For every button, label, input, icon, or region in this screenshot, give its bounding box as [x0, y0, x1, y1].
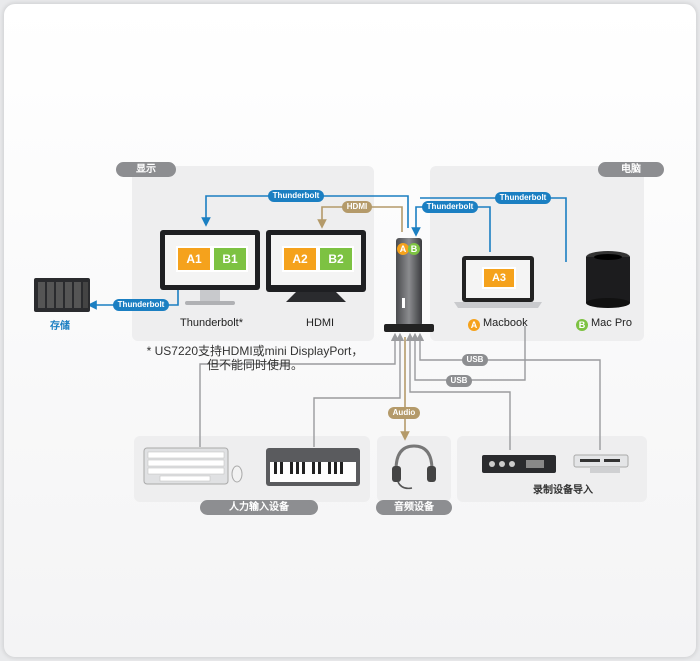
capture-section-label: 录制设备导入 — [533, 485, 593, 496]
hdmi-tag: HDMI — [342, 201, 372, 213]
capture-device-icon — [482, 455, 556, 473]
storage-icon — [34, 278, 90, 312]
screen-badge-b1: B1 — [212, 246, 248, 272]
monitor-hdmi-label: HDMI — [306, 317, 335, 329]
hid-section-tag: 人力输入设备 — [200, 500, 318, 515]
screen-badge-a3: A3 — [482, 267, 516, 289]
usb-tag: USB — [462, 354, 488, 366]
card-reader-icon — [573, 454, 629, 473]
audio-tag: Audio — [388, 407, 420, 419]
badge-a-icon: A — [468, 319, 480, 331]
screen-badge-b2: B2 — [318, 246, 354, 272]
monitor-thunderbolt-label: Thunderbolt* — [180, 317, 243, 329]
macpro-text: Mac Pro — [591, 317, 632, 329]
display-section-tag: 显示 — [116, 162, 176, 177]
footnote-line-2: 但不能同时使用。 — [206, 358, 303, 372]
docking-station-icon — [384, 238, 434, 332]
thunderbolt-tag: Thunderbolt — [113, 299, 169, 311]
mouse-icon — [231, 465, 243, 483]
footnote: * US7220支持HDMI或mini DisplayPort， 但不能同时使用… — [140, 344, 370, 372]
headset-icon — [392, 444, 436, 490]
usb-tag: USB — [446, 375, 472, 387]
midi-keyboard-icon — [266, 448, 360, 486]
mac-pro-icon — [586, 251, 630, 308]
storage-label: 存储 — [50, 321, 70, 332]
thunderbolt-tag: Thunderbolt — [495, 192, 551, 204]
thunderbolt-tag: Thunderbolt — [268, 190, 324, 202]
computer-section-tag: 电脑 — [598, 162, 664, 177]
dock-badge-b: B — [408, 243, 420, 255]
macbook-text: Macbook — [483, 317, 528, 329]
thunderbolt-tag: Thunderbolt — [422, 201, 478, 213]
footnote-line-1: * US7220支持HDMI或mini DisplayPort， — [146, 344, 364, 358]
screen-badge-a1: A1 — [176, 246, 212, 272]
audio-section-tag: 音频设备 — [376, 500, 452, 515]
screen-badge-a2: A2 — [282, 246, 318, 272]
dock-badge-a: A — [397, 243, 409, 255]
keyboard-icon — [143, 447, 229, 485]
badge-b-icon: B — [576, 319, 588, 331]
